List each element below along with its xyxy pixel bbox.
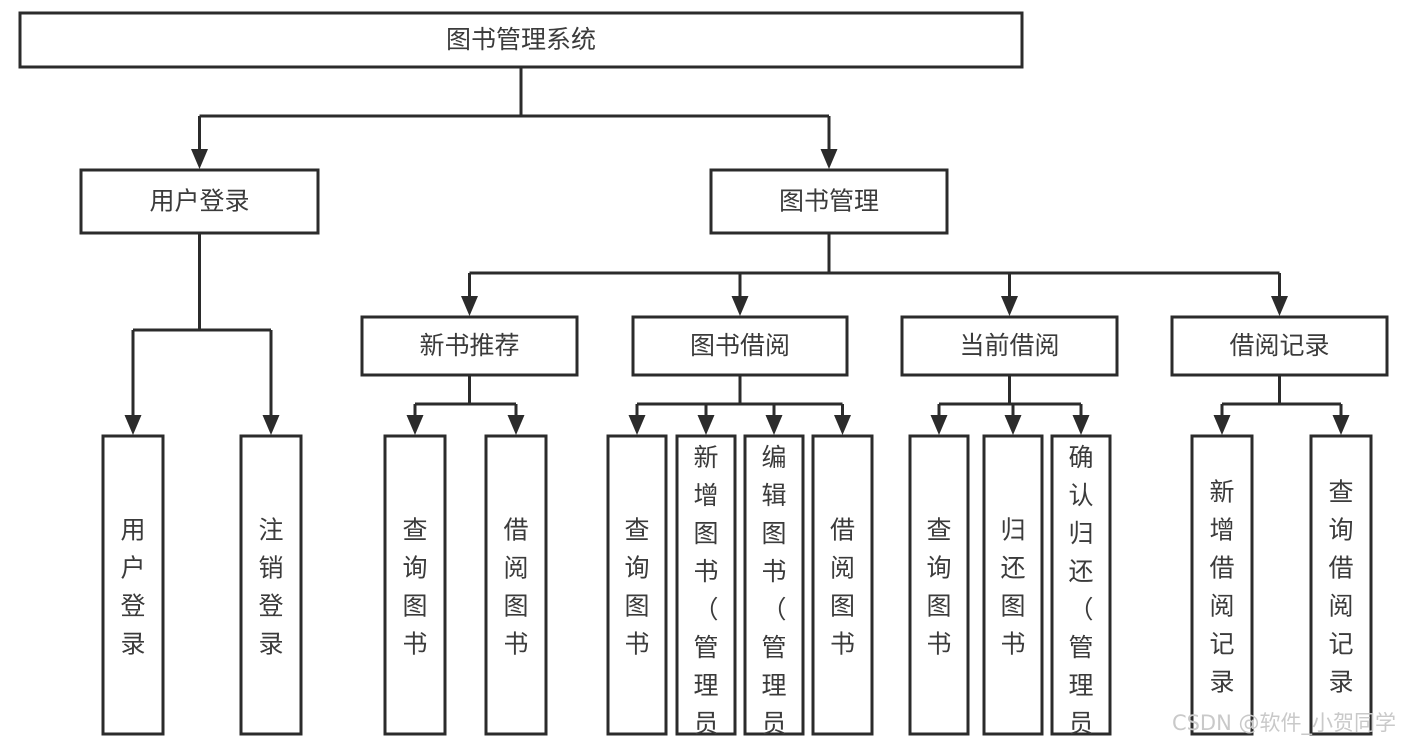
node-label: 图书借阅 [690, 331, 790, 360]
arrow-head-icon [406, 415, 424, 435]
arrow-head-icon [1001, 296, 1018, 316]
connector-group-login [124, 233, 280, 435]
node-current[interactable]: 当前借阅 [900, 315, 1119, 377]
node-label: 编辑图书（管理员） [761, 443, 786, 747]
arrow-head-icon [1213, 415, 1231, 435]
node-bookmgmt[interactable]: 图书管理 [709, 168, 949, 235]
arrow-head-icon [731, 296, 749, 316]
node-label: 用户登录 [149, 187, 249, 216]
node-label: 新书推荐 [419, 331, 519, 360]
node-label: 查询图书 [926, 516, 951, 659]
node-leaf-cur-1[interactable]: 查询图书 [908, 434, 970, 736]
node-label: 图书管理系统 [446, 25, 596, 54]
arrow-head-icon [820, 149, 838, 169]
node-box [709, 168, 949, 235]
node-leaf-rec-1[interactable]: 新增借阅记录 [1190, 434, 1254, 736]
node-label: 查询借阅记录 [1328, 478, 1353, 697]
node-leaf-bor-4[interactable]: 借阅图书 [811, 434, 874, 736]
arrow-head-icon [262, 415, 280, 435]
node-leaf-bor-1[interactable]: 查询图书 [606, 434, 668, 736]
node-leaf-bor-2[interactable]: 新增图书（管理员） [675, 434, 737, 747]
node-borrow[interactable]: 图书借阅 [631, 315, 849, 377]
node-label: 借阅图书 [830, 516, 855, 659]
node-box [908, 434, 970, 736]
node-leaf-rec-2[interactable]: 查询借阅记录 [1309, 434, 1373, 736]
node-box [239, 434, 303, 736]
arrow-head-icon [834, 415, 851, 435]
node-label: 借阅记录 [1229, 331, 1329, 360]
node-box [1309, 434, 1373, 736]
node-label: 新增借阅记录 [1209, 478, 1234, 697]
node-box [484, 434, 548, 736]
node-box [79, 168, 320, 235]
arrow-head-icon [461, 296, 478, 316]
node-label: 查询图书 [402, 516, 427, 659]
node-box [606, 434, 668, 736]
node-leaf-cur-2[interactable]: 归还图书 [982, 434, 1044, 736]
arrow-head-icon [507, 415, 525, 435]
arrow-head-icon [1072, 415, 1090, 435]
node-leaf-new-2[interactable]: 借阅图书 [484, 434, 548, 736]
node-label: 归还图书 [1000, 516, 1025, 659]
node-box [900, 315, 1119, 377]
node-label: 当前借阅 [959, 331, 1059, 360]
node-leaf-bor-3[interactable]: 编辑图书（管理员） [743, 434, 805, 747]
node-box [1190, 434, 1254, 736]
arrow-head-icon [191, 149, 208, 169]
arrow-head-icon [1332, 415, 1350, 435]
node-login[interactable]: 用户登录 [79, 168, 320, 235]
arrow-head-icon [765, 415, 783, 435]
connector-group-records [1213, 375, 1350, 435]
node-box [1050, 434, 1112, 736]
arrow-head-icon [930, 415, 948, 435]
node-box [675, 434, 737, 736]
node-box [101, 434, 165, 736]
node-newbook[interactable]: 新书推荐 [360, 315, 579, 377]
node-leaf-login-1[interactable]: 用户登录 [101, 434, 165, 736]
connector-group-bookmgmt [461, 233, 1288, 316]
connector-group-newbook [406, 375, 525, 435]
csdn-watermark: CSDN @软件_小贺同学 [1172, 711, 1396, 736]
node-box [982, 434, 1044, 736]
connector-group-borrow [628, 375, 851, 435]
node-box [631, 315, 849, 377]
node-label: 图书管理 [779, 187, 879, 216]
node-box [18, 11, 1024, 69]
node-box [360, 315, 579, 377]
node-box [383, 434, 447, 736]
arrow-head-icon [1271, 296, 1288, 316]
node-leaf-cur-3[interactable]: 确认归还（管理员） [1050, 434, 1112, 747]
arrow-head-icon [697, 415, 715, 435]
node-label: 注销登录 [258, 516, 283, 659]
node-label: 确认归还（管理员） [1068, 443, 1093, 747]
node-box [811, 434, 874, 736]
connector-group-root [191, 67, 838, 169]
node-leaf-login-2[interactable]: 注销登录 [239, 434, 303, 736]
node-root[interactable]: 图书管理系统 [18, 11, 1024, 69]
node-label: 查询图书 [624, 516, 649, 659]
connector-layer [124, 67, 1350, 435]
node-box [743, 434, 805, 736]
arrow-head-icon [628, 415, 646, 435]
node-label: 新增图书（管理员） [693, 443, 718, 747]
node-layer: 图书管理系统用户登录图书管理新书推荐图书借阅当前借阅借阅记录用户登录注销登录查询… [18, 11, 1389, 747]
node-records[interactable]: 借阅记录 [1170, 315, 1389, 377]
node-label: 借阅图书 [503, 516, 528, 659]
arrow-head-icon [124, 415, 142, 435]
arrow-head-icon [1004, 415, 1022, 435]
connector-group-current [930, 375, 1090, 435]
node-label: 用户登录 [120, 516, 145, 659]
node-leaf-new-1[interactable]: 查询图书 [383, 434, 447, 736]
node-box [1170, 315, 1389, 377]
